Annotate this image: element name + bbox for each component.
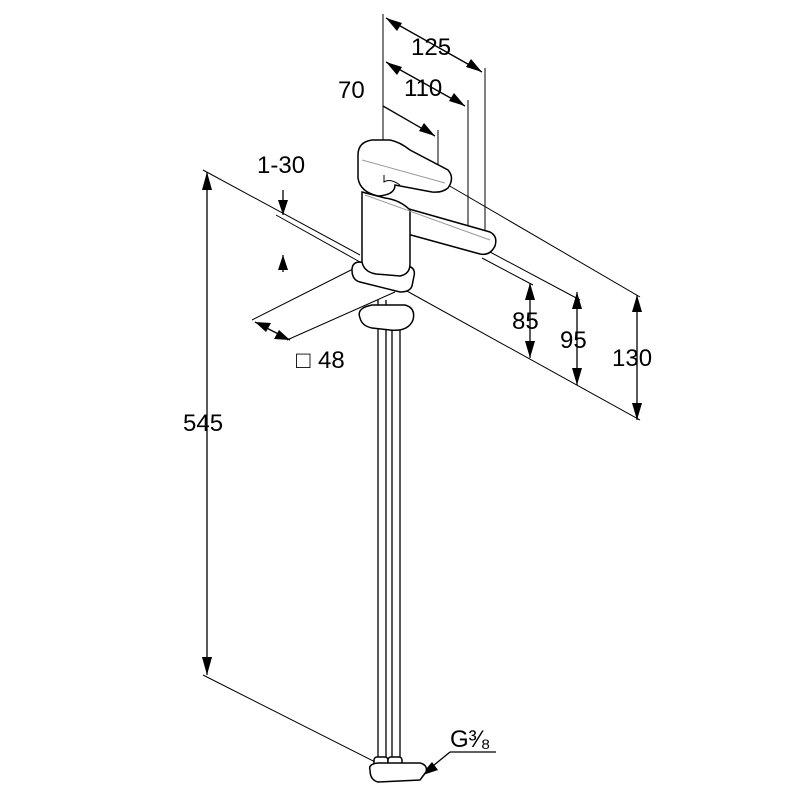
dim-label-545: 545	[183, 410, 223, 437]
faucet	[351, 139, 497, 783]
dim-label-110: 110	[404, 75, 442, 102]
dim-label-125: 125	[411, 34, 451, 61]
dim-label-130: 130	[612, 345, 652, 372]
dim-label-1-30: 1-30	[257, 152, 305, 179]
dimension-lines	[202, 17, 642, 776]
thread-label: G³⁄₈	[450, 726, 491, 753]
dim-label-85: 85	[512, 308, 539, 335]
dim-label-95: 95	[560, 327, 587, 354]
dim-label-48: 48	[318, 347, 345, 374]
dim-label-48-symbol: □	[296, 347, 311, 374]
extension-lines	[202, 14, 641, 773]
dim-label-70: 70	[338, 77, 365, 104]
